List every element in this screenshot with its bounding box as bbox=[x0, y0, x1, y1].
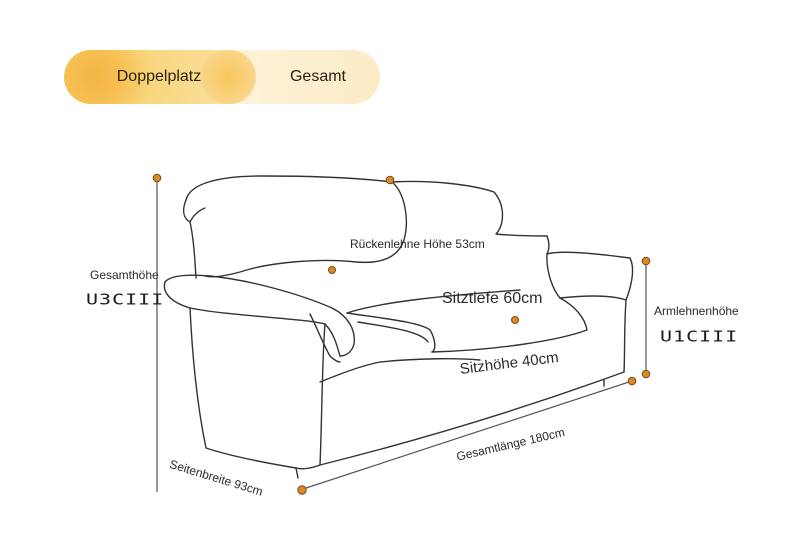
tab-doppelplatz[interactable]: Doppelplatz bbox=[64, 50, 256, 104]
tab-doppelplatz-label: Doppelplatz bbox=[116, 68, 202, 85]
tab-gesamt[interactable]: Gesamt bbox=[256, 50, 380, 104]
dot-backrest-side bbox=[328, 266, 336, 274]
dot-total-height-top bbox=[152, 173, 162, 183]
sofa-outline bbox=[163, 175, 634, 479]
dot-length-right bbox=[627, 376, 637, 386]
total-length-line bbox=[299, 380, 633, 491]
total-height-label: Gesamthöhe bbox=[90, 268, 159, 282]
seat-depth-label: Sitztiefe 60cm bbox=[442, 290, 543, 307]
dot-backrest-top bbox=[385, 175, 395, 185]
view-tabs: Doppelplatz Gesamt bbox=[64, 50, 380, 104]
armrest-height-value: U1CIII bbox=[660, 327, 739, 345]
dot-armrest-bottom bbox=[641, 369, 651, 379]
backrest-height-label: Rückenlehne Höhe 53cm bbox=[350, 237, 485, 251]
dot-seat-depth bbox=[511, 316, 519, 324]
total-height-value: U3CIII bbox=[86, 290, 165, 308]
tab-gesamt-label: Gesamt bbox=[289, 68, 346, 85]
armrest-height-label: Armlehnenhöhe bbox=[654, 304, 739, 318]
dot-length-left bbox=[297, 485, 307, 495]
dot-armrest-top bbox=[641, 256, 651, 266]
